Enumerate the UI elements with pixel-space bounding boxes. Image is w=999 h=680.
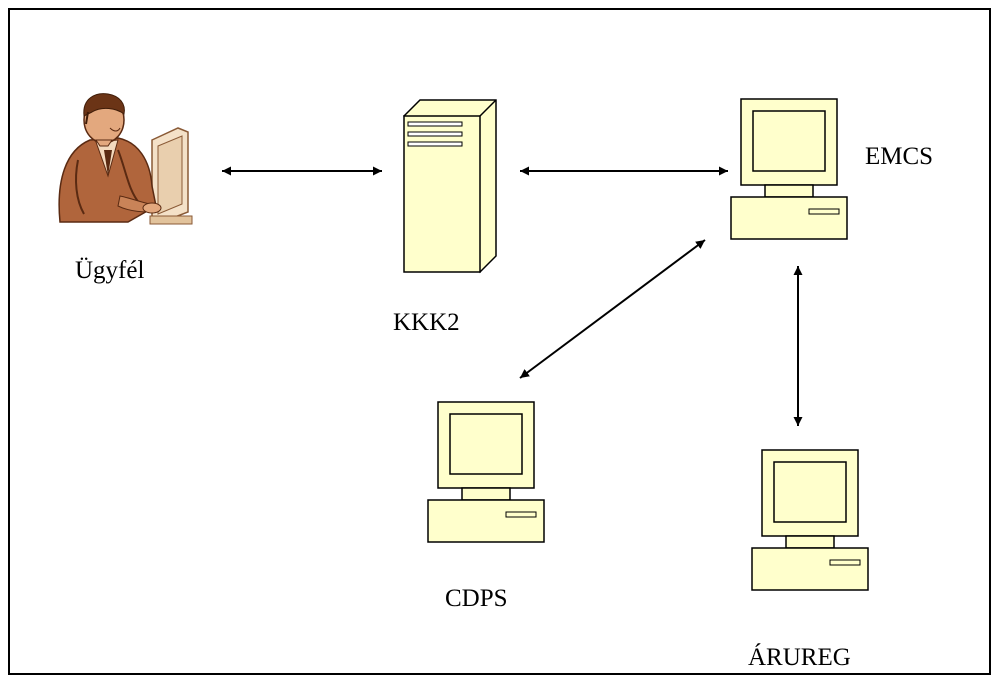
arrow-emcs-cdps	[519, 239, 706, 379]
desktop-computer-icon	[751, 449, 869, 591]
node-label-client: Ügyfél	[75, 257, 145, 284]
person-at-computer-icon	[58, 93, 193, 225]
node-label-cdps: CDPS	[445, 585, 508, 612]
node-label-emcs: EMCS	[865, 143, 934, 170]
node-label-kkk2: KKK2	[393, 309, 460, 336]
desktop-computer-icon	[427, 401, 545, 543]
node-label-arureg: ÁRUREG	[748, 644, 851, 671]
server-tower-icon	[403, 99, 497, 274]
desktop-computer-icon	[730, 98, 848, 240]
